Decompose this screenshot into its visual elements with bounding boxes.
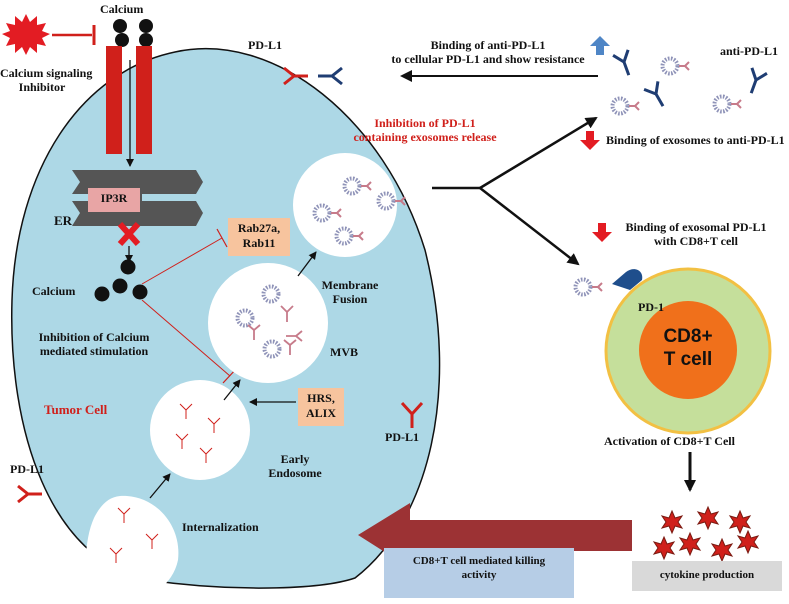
calcium-inhibitor-label-line1: Calcium signaling — [0, 66, 93, 80]
calcium-ion — [139, 19, 153, 33]
internalization-vesicle — [86, 495, 179, 604]
early-endosome-vesicle — [150, 380, 250, 480]
cytokine-box — [632, 561, 782, 591]
membrane-fusion-label-line2: Fusion — [332, 292, 368, 306]
membrane-fusion-label: Membrane Fusion — [312, 278, 388, 306]
killing-activity-arrow — [358, 503, 632, 568]
inhibition-exosome-label-line1: Inhibition of PD-L1 — [374, 116, 476, 130]
inhibition-bar — [216, 228, 228, 248]
fork-arrow-up — [479, 116, 598, 190]
up-arrow-icon — [590, 36, 610, 55]
block-x-icon — [117, 221, 141, 247]
inhibition-calcium-label: Inhibition of Calcium mediated stimulati… — [20, 330, 168, 358]
cd8-t-cell-label: CD8+ T cell — [638, 325, 738, 371]
calcium-inhibitor-icon — [2, 14, 50, 55]
fork-arrow-down — [479, 187, 580, 266]
anti-binding-label: Binding of anti-PD-L1 to cellular PD-L1 … — [384, 38, 592, 66]
cd8-t-cell-nucleus — [639, 301, 737, 399]
membrane-fusion-label-line1: Membrane — [321, 278, 379, 292]
calcium-ion — [132, 284, 148, 300]
anti-pdl1-bound-icon — [316, 66, 344, 86]
pdl1-top-label: PD-L1 — [248, 38, 282, 52]
inhibition-line — [141, 299, 231, 377]
cd8-label-line1: CD8+ — [663, 326, 713, 347]
calcium-channel-left — [106, 46, 122, 154]
inhibition-calcium-label-line2: mediated stimulation — [39, 344, 149, 358]
mvb-label: MVB — [330, 345, 358, 359]
anti-binding-label-line1: Binding of anti-PD-L1 — [430, 38, 546, 52]
internalization-label: Internalization — [182, 520, 259, 534]
calcium-ion — [139, 33, 153, 47]
inhibition-line — [141, 237, 223, 285]
calcium-inhibitor-label-line2: Inhibitor — [18, 80, 66, 94]
calcium-channel-right — [136, 46, 152, 154]
killing-activity-box — [384, 548, 574, 598]
anti-pdl1-icon — [742, 66, 769, 98]
killing-label-line2: activity — [461, 569, 497, 581]
calcium-inhibitor-label: Calcium signaling Inhibitor — [0, 66, 93, 94]
inhibition-calcium-label-line1: Inhibition of Calcium — [38, 330, 150, 344]
early-endosome-label-line2: Endosome — [268, 466, 322, 480]
calcium-ion — [120, 259, 136, 275]
anti-pdl1-icon — [611, 48, 638, 80]
exosome-anti-binding-label: Binding of exosomes to anti-PD-L1 — [606, 133, 785, 147]
endosome-to-mvb-arrow — [223, 379, 241, 401]
calcium-ion — [115, 33, 129, 47]
rab-box-line1: Rab27a, — [237, 221, 281, 235]
mvb-to-fusion-arrow — [297, 251, 317, 277]
anti-binding-label-line2: to cellular PD-L1 and show resistance — [391, 52, 585, 66]
hrs-box-line2: ALIX — [305, 406, 336, 420]
er-label: ER — [54, 213, 73, 228]
rab-box-line2: Rab11 — [242, 236, 276, 250]
tumor-cell-label: Tumor Cell — [44, 402, 108, 417]
anti-pdl1-icon — [642, 79, 672, 112]
pdl1-left-label: PD-L1 — [10, 462, 44, 476]
calcium-mid-label: Calcium — [32, 284, 76, 298]
killing-label-line1: CD8+T cell mediated killing — [412, 555, 546, 567]
hrs-alix-box: HRS, ALIX — [298, 388, 344, 426]
hrs-box-line1: HRS, — [307, 391, 335, 405]
calcium-ion — [94, 286, 110, 302]
activation-label: Activation of CD8+T Cell — [604, 434, 735, 448]
exosome-cd8-label-line1: Binding of exosomal PD-L1 — [625, 220, 767, 234]
pdl1-right-label: PD-L1 — [385, 430, 419, 444]
calcium-ion — [113, 19, 127, 33]
membrane-pdl1-left-icon — [17, 484, 42, 504]
inhibition-exosome-release-label: Inhibition of PD-L1 containing exosomes … — [330, 116, 520, 144]
pd1-label: PD-1 — [638, 300, 664, 314]
down-arrow-icon — [592, 223, 612, 242]
calcium-ion — [112, 278, 128, 294]
calcium-top-label: Calcium — [100, 2, 144, 16]
mvb-vesicle — [208, 263, 328, 383]
killing-activity-label: CD8+T cell mediated killing activity — [384, 554, 574, 582]
exosome-cd8-binding-label: Binding of exosomal PD-L1 with CD8+T cel… — [612, 220, 780, 248]
ip3r-box: IP3R — [88, 188, 140, 212]
pd1-receptor-icon — [612, 269, 643, 290]
exosome-cd8-label-line2: with CD8+T cell — [654, 234, 738, 248]
rab-box: Rab27a, Rab11 — [228, 218, 290, 256]
membrane-fusion-vesicle — [293, 153, 397, 257]
cd8-label-line2: T cell — [663, 349, 713, 370]
cytokine-production-label: cytokine production — [659, 569, 755, 581]
internalization-arrow — [149, 473, 171, 499]
down-arrow-icon — [580, 131, 600, 150]
membrane-pdl1-right-icon — [400, 401, 424, 428]
early-endosome-label-line1: Early — [280, 452, 310, 466]
inhibition-exosome-label-line2: containing exosomes release — [353, 130, 497, 144]
early-endosome-label: Early Endosome — [250, 452, 340, 480]
anti-pdl1-label: anti-PD-L1 — [720, 44, 778, 58]
